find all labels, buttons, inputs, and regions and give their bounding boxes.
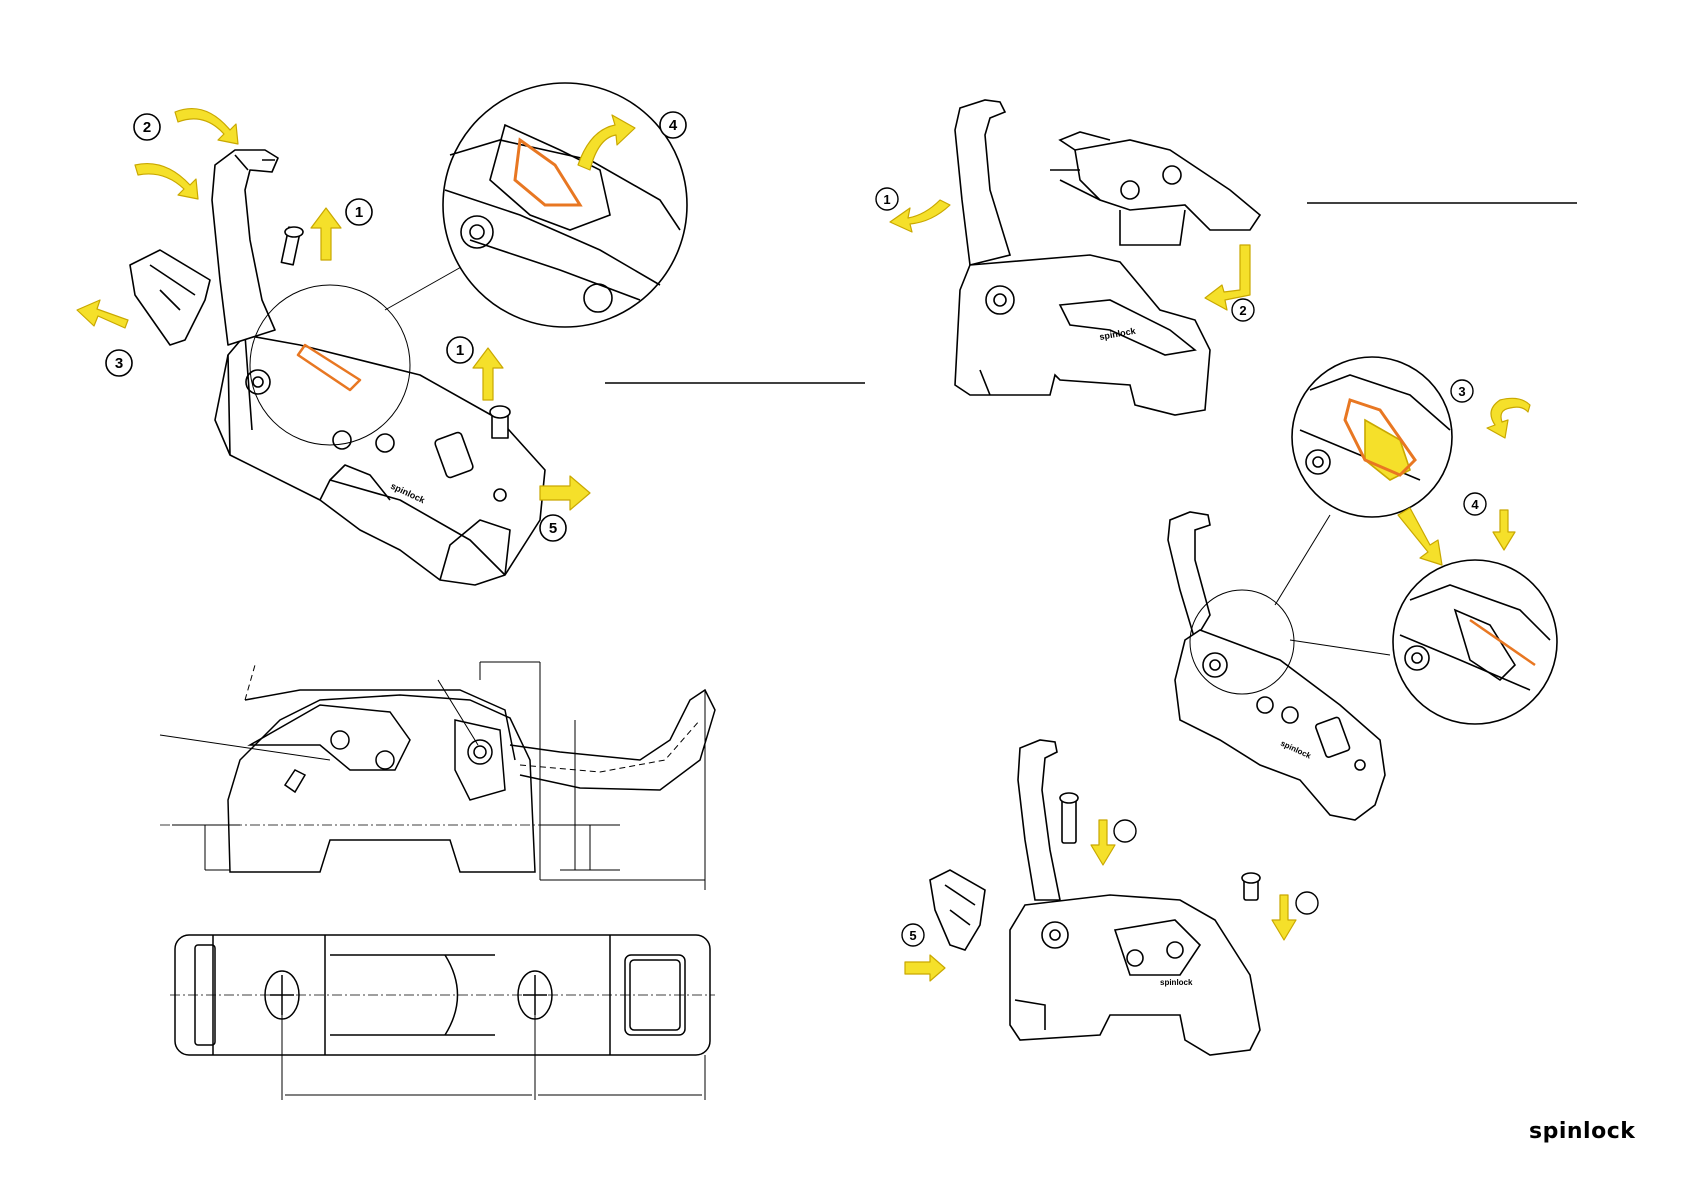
right-detail-magnifier-bottom (1393, 560, 1557, 724)
svg-text:2: 2 (1239, 303, 1246, 318)
svg-text:5: 5 (549, 520, 557, 537)
right-arrow-between (1398, 508, 1442, 565)
left-arrow-up-1a (311, 208, 341, 260)
right-top-clutch-body (955, 255, 1210, 415)
left-step-1a: 1 (346, 199, 372, 225)
right-top-lever-arm (955, 100, 1010, 265)
spinlock-logo: spinlock (1529, 1119, 1635, 1144)
left-detail-magnifier (443, 83, 687, 327)
right-step-2: 2 (1232, 299, 1254, 321)
right-bottom-view (930, 740, 1260, 1055)
right-middle-view (1168, 512, 1390, 820)
right-step-blank-b (1296, 892, 1318, 914)
right-bottom-cam-cover (930, 870, 985, 950)
svg-text:1: 1 (883, 192, 890, 207)
left-cam-cover (130, 250, 210, 345)
left-step-3: 3 (106, 350, 132, 376)
right-step-blank-a (1114, 820, 1136, 842)
left-arrow-up-1b (473, 348, 503, 400)
left-arrow-left-3 (77, 300, 128, 328)
left-lever-arm (212, 150, 278, 345)
svg-text:4: 4 (669, 117, 678, 134)
right-arrow-1 (890, 200, 950, 232)
right-arrow-4 (1493, 510, 1515, 550)
left-step-2: 2 (134, 114, 160, 140)
right-step-3: 3 (1451, 380, 1473, 402)
right-bottom-short-screw (1242, 873, 1260, 900)
left-arrow-rotate-2b (135, 164, 198, 199)
svg-text:5: 5 (909, 928, 916, 943)
right-arrow-down-b (1272, 895, 1296, 940)
right-bottom-lever-arm (1018, 740, 1060, 900)
right-step-5: 5 (902, 924, 924, 946)
right-step-4: 4 (1464, 493, 1486, 515)
top-technical-view (170, 935, 715, 1100)
right-arrow-down-a (1091, 820, 1115, 865)
svg-text:2: 2 (143, 119, 151, 136)
left-screw-vertical (281, 227, 303, 265)
right-arrow-5 (905, 955, 945, 981)
right-top-cam-part (1075, 140, 1260, 230)
right-step-1: 1 (876, 188, 898, 210)
right-detail-magnifier-top (1292, 357, 1452, 517)
left-step-4: 4 (660, 112, 686, 138)
svg-text:3: 3 (115, 355, 123, 372)
svg-text:4: 4 (1471, 497, 1479, 512)
svg-text:1: 1 (355, 204, 363, 221)
svg-text:1: 1 (456, 342, 464, 359)
right-bottom-body-embossed-text: spinlock (1160, 978, 1193, 987)
right-bottom-long-screw (1060, 793, 1078, 843)
right-top-exploded-view (955, 100, 1260, 415)
left-step-1b: 1 (447, 337, 473, 363)
svg-text:3: 3 (1458, 384, 1465, 399)
right-middle-lever-arm (1168, 512, 1210, 640)
right-middle-clutch-body (1175, 630, 1385, 820)
side-technical-view (160, 662, 715, 890)
left-screw-small (490, 406, 510, 438)
left-arrow-rotate-2a (175, 109, 238, 144)
left-arrow-right-5 (540, 476, 590, 510)
left-step-5: 5 (540, 515, 566, 541)
right-arrow-3 (1487, 398, 1530, 438)
